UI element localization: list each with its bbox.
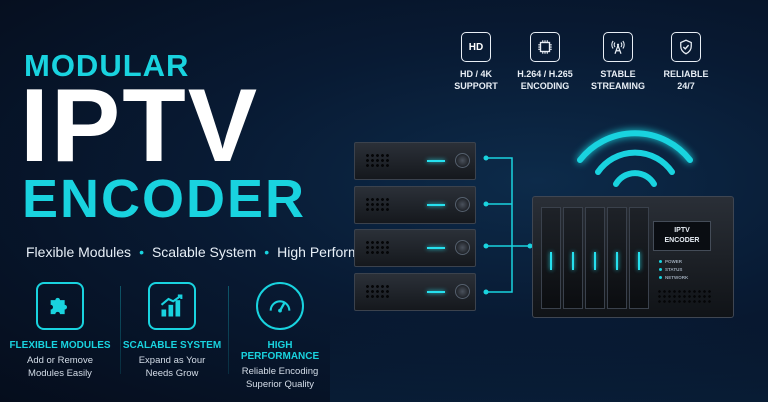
divider — [120, 286, 121, 374]
broadcast-tower-icon — [603, 32, 633, 62]
vent-grill — [365, 153, 391, 169]
module-slot — [541, 207, 561, 309]
divider — [228, 286, 229, 374]
encoder-module — [354, 229, 476, 267]
vent-grill — [365, 197, 391, 213]
module-slot — [629, 207, 649, 309]
power-knob — [455, 284, 470, 299]
tagline-item: Scalable System — [151, 244, 257, 260]
vent-grill — [657, 289, 713, 305]
tagline-separator: • — [264, 244, 270, 260]
encoder-module — [354, 273, 476, 311]
status-light: POWER — [659, 259, 682, 264]
power-knob — [455, 197, 470, 212]
growth-chart-icon — [148, 282, 196, 330]
feature-title: HIGH PERFORMANCE — [240, 340, 320, 362]
status-led — [427, 160, 445, 162]
feature-title: FLEXIBLE MODULES — [9, 340, 111, 351]
status-led — [427, 204, 445, 206]
module-slot — [585, 207, 605, 309]
tagline-separator: • — [139, 244, 144, 260]
speedometer-icon — [256, 282, 304, 330]
floor-reflection — [330, 320, 768, 402]
hero-encoder: ENCODER — [22, 169, 307, 229]
encoder-module — [354, 186, 476, 224]
puzzle-icon — [36, 282, 84, 330]
status-light: NETWORK — [659, 275, 688, 280]
hero-iptv: IPTV — [20, 68, 260, 184]
tagline-item: Flexible Modules — [26, 244, 132, 260]
module-slot — [563, 207, 583, 309]
vent-grill — [365, 240, 391, 256]
status-led — [427, 291, 445, 293]
status-light: STATUS — [659, 267, 682, 272]
vent-grill — [365, 284, 391, 300]
status-led — [427, 247, 445, 249]
feature-title: SCALABLE SYSTEM — [122, 340, 222, 351]
power-knob — [455, 240, 470, 255]
wifi-signal-icon — [577, 130, 693, 187]
module-slot — [607, 207, 627, 309]
encoder-module — [354, 142, 476, 180]
shield-check-icon — [671, 32, 701, 62]
hd-icon: HD — [461, 32, 491, 62]
hero-modular: MODULAR — [24, 48, 190, 83]
connection-lines — [483, 155, 533, 295]
tagline: Flexible Modules • Scalable System • Hig… — [26, 244, 390, 260]
chip-icon — [530, 32, 560, 62]
power-knob — [455, 153, 470, 168]
